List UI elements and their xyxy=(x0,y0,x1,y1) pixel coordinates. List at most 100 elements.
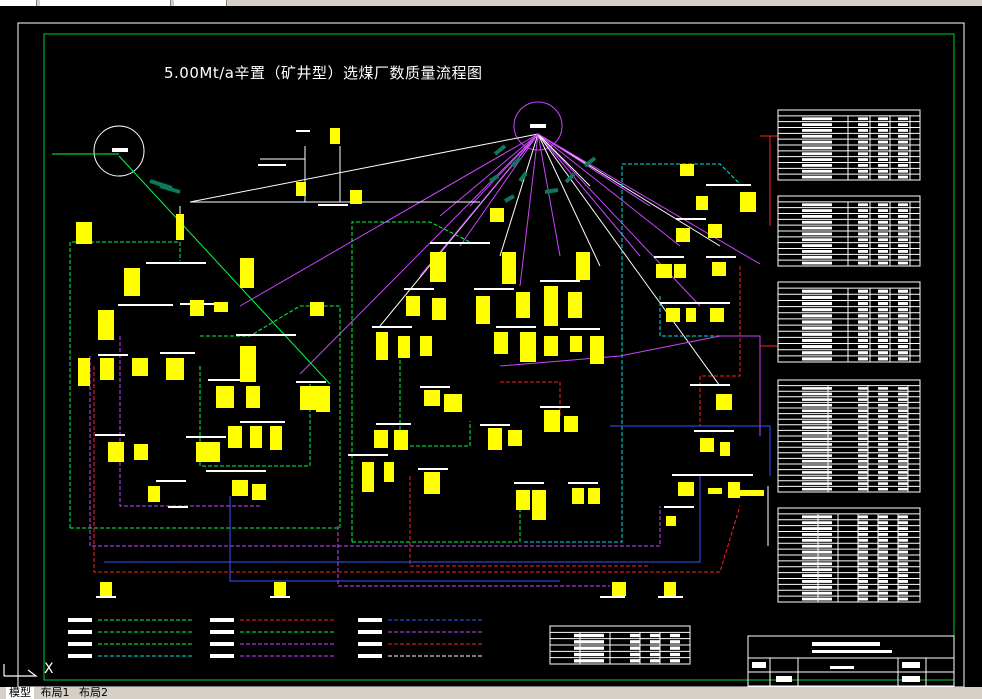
radial-flow-line xyxy=(537,133,561,257)
toolbar-segment[interactable] xyxy=(40,0,171,6)
equipment-bar xyxy=(690,384,730,386)
teal-dash xyxy=(518,171,528,183)
blue-line xyxy=(610,425,771,476)
equipment-bar xyxy=(146,262,206,264)
table-cell-text xyxy=(898,420,908,424)
purple-dashed-line xyxy=(119,336,260,507)
toolbar-segment[interactable] xyxy=(0,0,37,6)
table-cell-text xyxy=(898,533,908,536)
table-cell-text xyxy=(802,289,832,293)
table-cell-text xyxy=(802,437,832,441)
yellow-data-label xyxy=(316,386,330,412)
table-cell-text xyxy=(878,476,888,480)
table-cell-text xyxy=(878,574,888,577)
blue-line xyxy=(104,476,701,563)
table-cell-text xyxy=(878,487,888,491)
table-cell-text xyxy=(858,562,868,566)
title-block-text xyxy=(902,662,920,668)
table-cell-text xyxy=(858,238,868,242)
equipment-bar xyxy=(296,130,310,132)
table-cell-text xyxy=(802,403,832,407)
equipment-bar xyxy=(694,430,734,432)
table-cell-text xyxy=(802,443,832,446)
table-cell-text xyxy=(858,232,868,236)
table-cell-text xyxy=(802,521,832,525)
table-cell-text xyxy=(858,515,868,519)
table-cell-text xyxy=(802,295,832,299)
table-cell-text xyxy=(802,220,832,224)
table-cell-text xyxy=(802,392,832,396)
equipment-bar xyxy=(474,288,514,290)
table-cell-text xyxy=(878,351,888,355)
table-cell-text xyxy=(802,415,832,418)
equipment-bar xyxy=(318,204,348,206)
tab-model[interactable]: 模型 xyxy=(6,687,34,699)
yellow-data-label xyxy=(740,192,756,212)
yellow-data-label xyxy=(76,222,92,244)
table-cell-text xyxy=(858,544,868,548)
table-cell-text xyxy=(878,209,888,212)
teal-dash xyxy=(159,184,181,194)
radial-flow-line xyxy=(469,133,539,207)
source-hub-circle xyxy=(513,101,563,151)
table-cell-text xyxy=(898,140,908,144)
yellow-data-label xyxy=(384,462,394,482)
radial-flow-line xyxy=(519,133,539,287)
table-cell-text xyxy=(878,482,888,485)
yellow-data-label xyxy=(700,438,714,452)
table-cell-text xyxy=(802,454,832,457)
yellow-data-label xyxy=(444,394,462,412)
table-cell-text xyxy=(878,123,888,126)
table-cell-text xyxy=(898,134,908,138)
yellow-data-label xyxy=(176,214,184,240)
table-cell-text xyxy=(858,351,868,355)
title-block-text xyxy=(812,642,880,646)
table-cell-text xyxy=(898,226,908,230)
table-cell-text xyxy=(898,164,908,167)
table-cell-text xyxy=(898,398,908,401)
table-cell-text xyxy=(878,215,888,218)
tab-layout2[interactable]: 布局2 xyxy=(79,686,108,699)
table-cell-text xyxy=(630,652,640,657)
table-cell-text xyxy=(898,250,908,253)
table-cell-text xyxy=(898,476,908,480)
table-cell-text xyxy=(670,646,680,650)
table-cell-text xyxy=(898,585,908,589)
yellow-data-label xyxy=(250,426,262,448)
radial-flow-line xyxy=(189,133,539,203)
yellow-data-label xyxy=(708,488,722,494)
yellow-data-label xyxy=(476,296,490,324)
yellow-data-label xyxy=(588,488,600,504)
green-dashed-loop xyxy=(200,305,341,386)
table-cell-text xyxy=(898,431,908,435)
equipment-bar xyxy=(706,184,751,186)
table-cell-text xyxy=(802,487,832,491)
table-cell-text xyxy=(898,146,908,150)
table-cell-text xyxy=(898,403,908,407)
table-cell-text xyxy=(802,175,832,179)
equipment-bar xyxy=(296,381,326,383)
table-cell-text xyxy=(574,659,604,663)
table-cell-text xyxy=(802,357,832,361)
table-cell-text xyxy=(858,392,868,396)
cad-drawing-canvas[interactable] xyxy=(0,6,982,688)
table-cell-text xyxy=(670,659,680,663)
table-cell-text xyxy=(878,314,888,318)
table-cell-text xyxy=(898,443,908,446)
yellow-data-label xyxy=(232,480,248,496)
table-cell-text xyxy=(858,487,868,491)
table-cell-text xyxy=(898,123,908,126)
table-cell-text xyxy=(802,527,832,530)
table-cell-text xyxy=(878,320,888,324)
flowsheet-svg xyxy=(17,22,965,688)
toolbar-segment[interactable] xyxy=(174,0,227,6)
table-cell-text xyxy=(802,140,832,144)
tab-layout1[interactable]: 布局1 xyxy=(40,686,70,699)
table-cell-text xyxy=(898,527,908,530)
table-cell-text xyxy=(858,550,868,554)
table-cell-text xyxy=(858,146,868,150)
table-cell-text xyxy=(858,482,868,485)
table-cell-text xyxy=(802,533,832,536)
table-cell-text xyxy=(858,431,868,435)
table-cell-text xyxy=(858,255,868,259)
